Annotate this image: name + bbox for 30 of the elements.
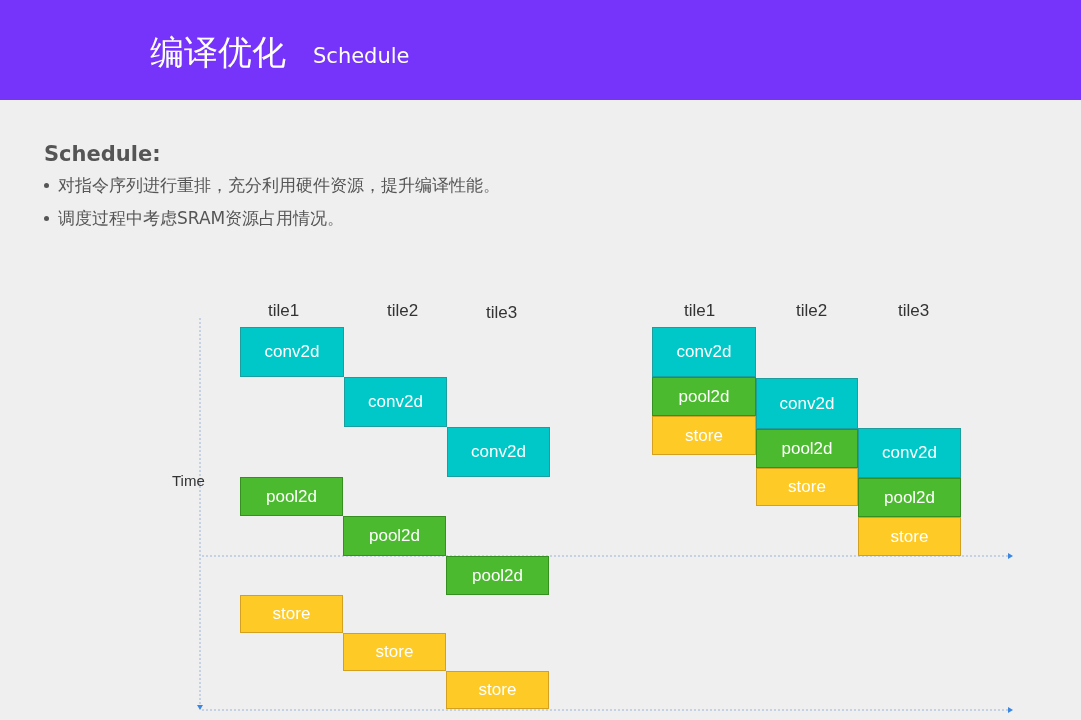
pool-box: pool2d bbox=[756, 429, 858, 468]
conv-box: conv2d bbox=[652, 327, 756, 377]
pool-box: pool2d bbox=[652, 377, 756, 416]
conv-box: conv2d bbox=[344, 377, 447, 427]
slide-title: 编译优化 bbox=[150, 31, 286, 74]
store-box: store bbox=[652, 416, 756, 455]
section-heading: Schedule: bbox=[44, 142, 161, 166]
store-box: store bbox=[446, 671, 549, 709]
column-label: tile1 bbox=[684, 301, 716, 321]
store-box: store bbox=[756, 468, 858, 506]
conv-box: conv2d bbox=[240, 327, 344, 377]
column-label: tile1 bbox=[268, 301, 300, 321]
pool-box: pool2d bbox=[343, 516, 446, 556]
store-box: store bbox=[343, 633, 446, 671]
conv-box: conv2d bbox=[447, 427, 550, 477]
store-box: store bbox=[240, 595, 343, 633]
axis-label: Time bbox=[172, 472, 205, 489]
column-label: tile2 bbox=[387, 301, 419, 321]
bullet-text: 调度过程中考虑SRAM资源占用情况。 bbox=[58, 207, 345, 230]
pool-box: pool2d bbox=[240, 477, 343, 516]
slide-subtitle: Schedule bbox=[313, 44, 410, 68]
store-box: store bbox=[858, 517, 961, 556]
bullet-text: 对指令序列进行重排，充分利用硬件资源，提升编译性能。 bbox=[58, 174, 500, 197]
column-label: tile2 bbox=[796, 301, 828, 321]
pool-box: pool2d bbox=[446, 556, 549, 595]
conv-box: conv2d bbox=[756, 378, 858, 429]
column-label: tile3 bbox=[898, 301, 930, 321]
column-label: tile3 bbox=[486, 303, 518, 323]
conv-box: conv2d bbox=[858, 428, 961, 478]
pool-box: pool2d bbox=[858, 478, 961, 517]
